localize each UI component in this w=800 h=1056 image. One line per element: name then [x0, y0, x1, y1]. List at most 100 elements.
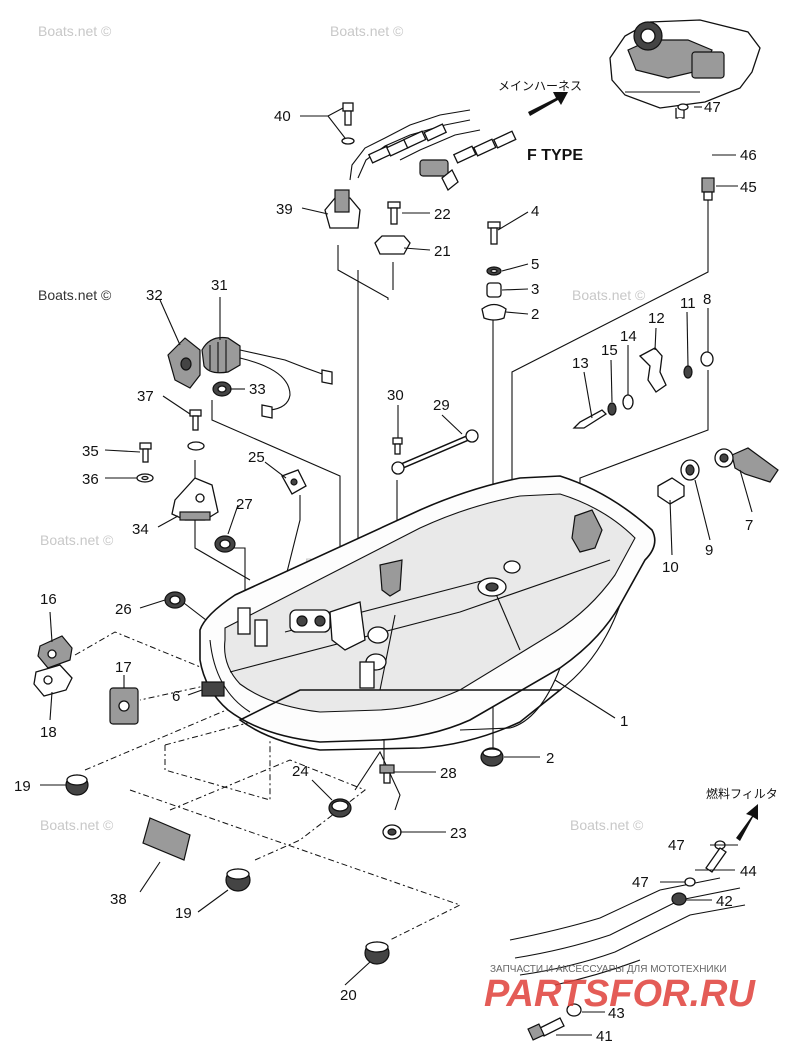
watermark: Boats.net ©	[570, 817, 644, 833]
part-number: 29	[433, 397, 450, 414]
part-18-grommet	[33, 664, 73, 697]
part-23-grommet	[382, 824, 402, 840]
part-number: 18	[40, 724, 57, 741]
part-number: 47	[668, 837, 685, 854]
part-number: 47	[632, 874, 649, 891]
part-number: 37	[137, 388, 154, 405]
part-29-rod	[391, 429, 479, 475]
part-number: 33	[249, 381, 266, 398]
part-number: 16	[40, 591, 57, 608]
part-7-lever	[714, 447, 779, 483]
part-number: 6	[172, 688, 180, 705]
part-number: 34	[132, 521, 149, 538]
part-36-washer	[136, 473, 154, 483]
harness-arrow	[528, 92, 568, 116]
part-number: 19	[14, 778, 31, 795]
part-number: 2	[531, 306, 539, 323]
part-number: 13	[572, 355, 589, 372]
part-25-clip	[281, 469, 307, 495]
part-31-switch	[201, 336, 333, 419]
part-number: 7	[745, 517, 753, 534]
part-19-plug-a	[65, 774, 89, 796]
part-number: 3	[531, 281, 539, 298]
part-19-plug-b	[225, 868, 251, 892]
part-number: 2	[546, 750, 554, 767]
part-number: 43	[608, 1005, 625, 1022]
watermark: Boats.net ©	[572, 287, 646, 303]
engine-illustration	[609, 19, 761, 119]
part-number: 15	[601, 342, 618, 359]
part-24-grommet	[328, 798, 352, 818]
watermark: Boats.net ©	[38, 287, 112, 303]
part-number: 22	[434, 206, 451, 223]
part-number: 30	[387, 387, 404, 404]
wiring-harness	[349, 109, 517, 192]
fuel-filter-caption: 燃料フィルタ	[706, 786, 778, 801]
part-22-screw	[387, 201, 401, 225]
bottom-cowling	[199, 475, 656, 751]
part-37-bolt	[187, 409, 205, 451]
part-33-grommet	[212, 381, 232, 397]
part-32-cover	[167, 337, 201, 389]
part-27-grommet	[214, 535, 236, 553]
part-10-collar	[657, 477, 685, 505]
fuel-hose-assembly	[677, 103, 715, 201]
part-number: 20	[340, 987, 357, 1004]
brand-tagline: ЗАПЧАСТИ И АКСЕССУАРЫ ДЛЯ МОТОТЕХНИКИ	[490, 964, 727, 975]
leader-lines	[74, 200, 709, 941]
part-number: 35	[82, 443, 99, 460]
watermark: Boats.net ©	[38, 23, 112, 39]
part-number: 38	[110, 891, 127, 908]
part-number: 14	[620, 328, 637, 345]
part-9-grommet	[680, 459, 700, 481]
watermark: Boats.net ©	[40, 532, 114, 548]
direction-arrows	[528, 92, 758, 841]
part-number: 12	[648, 310, 665, 327]
part-number: 45	[740, 179, 757, 196]
part-number: 19	[175, 905, 192, 922]
part-number: 47	[704, 99, 721, 116]
part-35-bolt	[139, 442, 152, 463]
part-number: 23	[450, 825, 467, 842]
part-16-grommet	[37, 635, 73, 669]
part-number: 4	[531, 203, 539, 220]
part-17-plate	[109, 687, 139, 725]
stack-4-5-3-2	[481, 221, 507, 321]
stack-13-to-8	[572, 347, 714, 429]
part-2-grommet-bottom	[480, 747, 504, 767]
watermark: Boats.net ©	[330, 23, 404, 39]
part-number: 17	[115, 659, 132, 676]
f-type-label: F TYPE	[527, 147, 583, 164]
part-20-plug	[364, 941, 390, 965]
part-38-label	[142, 817, 191, 861]
brand-logo: PARTSFOR.RU	[484, 973, 756, 1015]
part-number: 1	[620, 713, 628, 730]
part-number: 27	[236, 496, 253, 513]
main-harness-caption: メインハーネス	[498, 79, 582, 93]
part-number: 40	[274, 108, 291, 125]
part-34-bracket	[171, 477, 219, 521]
part-21-clip	[374, 235, 411, 255]
part-number: 46	[740, 147, 757, 164]
part-number: 42	[716, 893, 733, 910]
part-6-block	[201, 681, 225, 697]
part-number: 10	[662, 559, 679, 576]
part-40-bolt-washer	[341, 102, 355, 145]
part-number: 28	[440, 765, 457, 782]
fuel-filter-section	[509, 840, 746, 1041]
part-number: 8	[703, 291, 711, 308]
part-number: 21	[434, 243, 451, 260]
part-28-bolt	[379, 764, 395, 784]
brand-watermark: ЗАПЧАСТИ И АКСЕССУАРЫ ДЛЯ МОТОТЕХНИКИ PA…	[484, 964, 756, 1015]
part-number: 32	[146, 287, 163, 304]
part-26-grommet	[164, 591, 186, 609]
part-number: 5	[531, 256, 539, 273]
part-number: 25	[248, 449, 265, 466]
part-number: 39	[276, 201, 293, 218]
part-number: 36	[82, 471, 99, 488]
connector-plugs	[367, 123, 517, 164]
watermark: Boats.net ©	[40, 817, 114, 833]
part-number: 31	[211, 277, 228, 294]
fuel-filter-arrow	[736, 804, 758, 841]
